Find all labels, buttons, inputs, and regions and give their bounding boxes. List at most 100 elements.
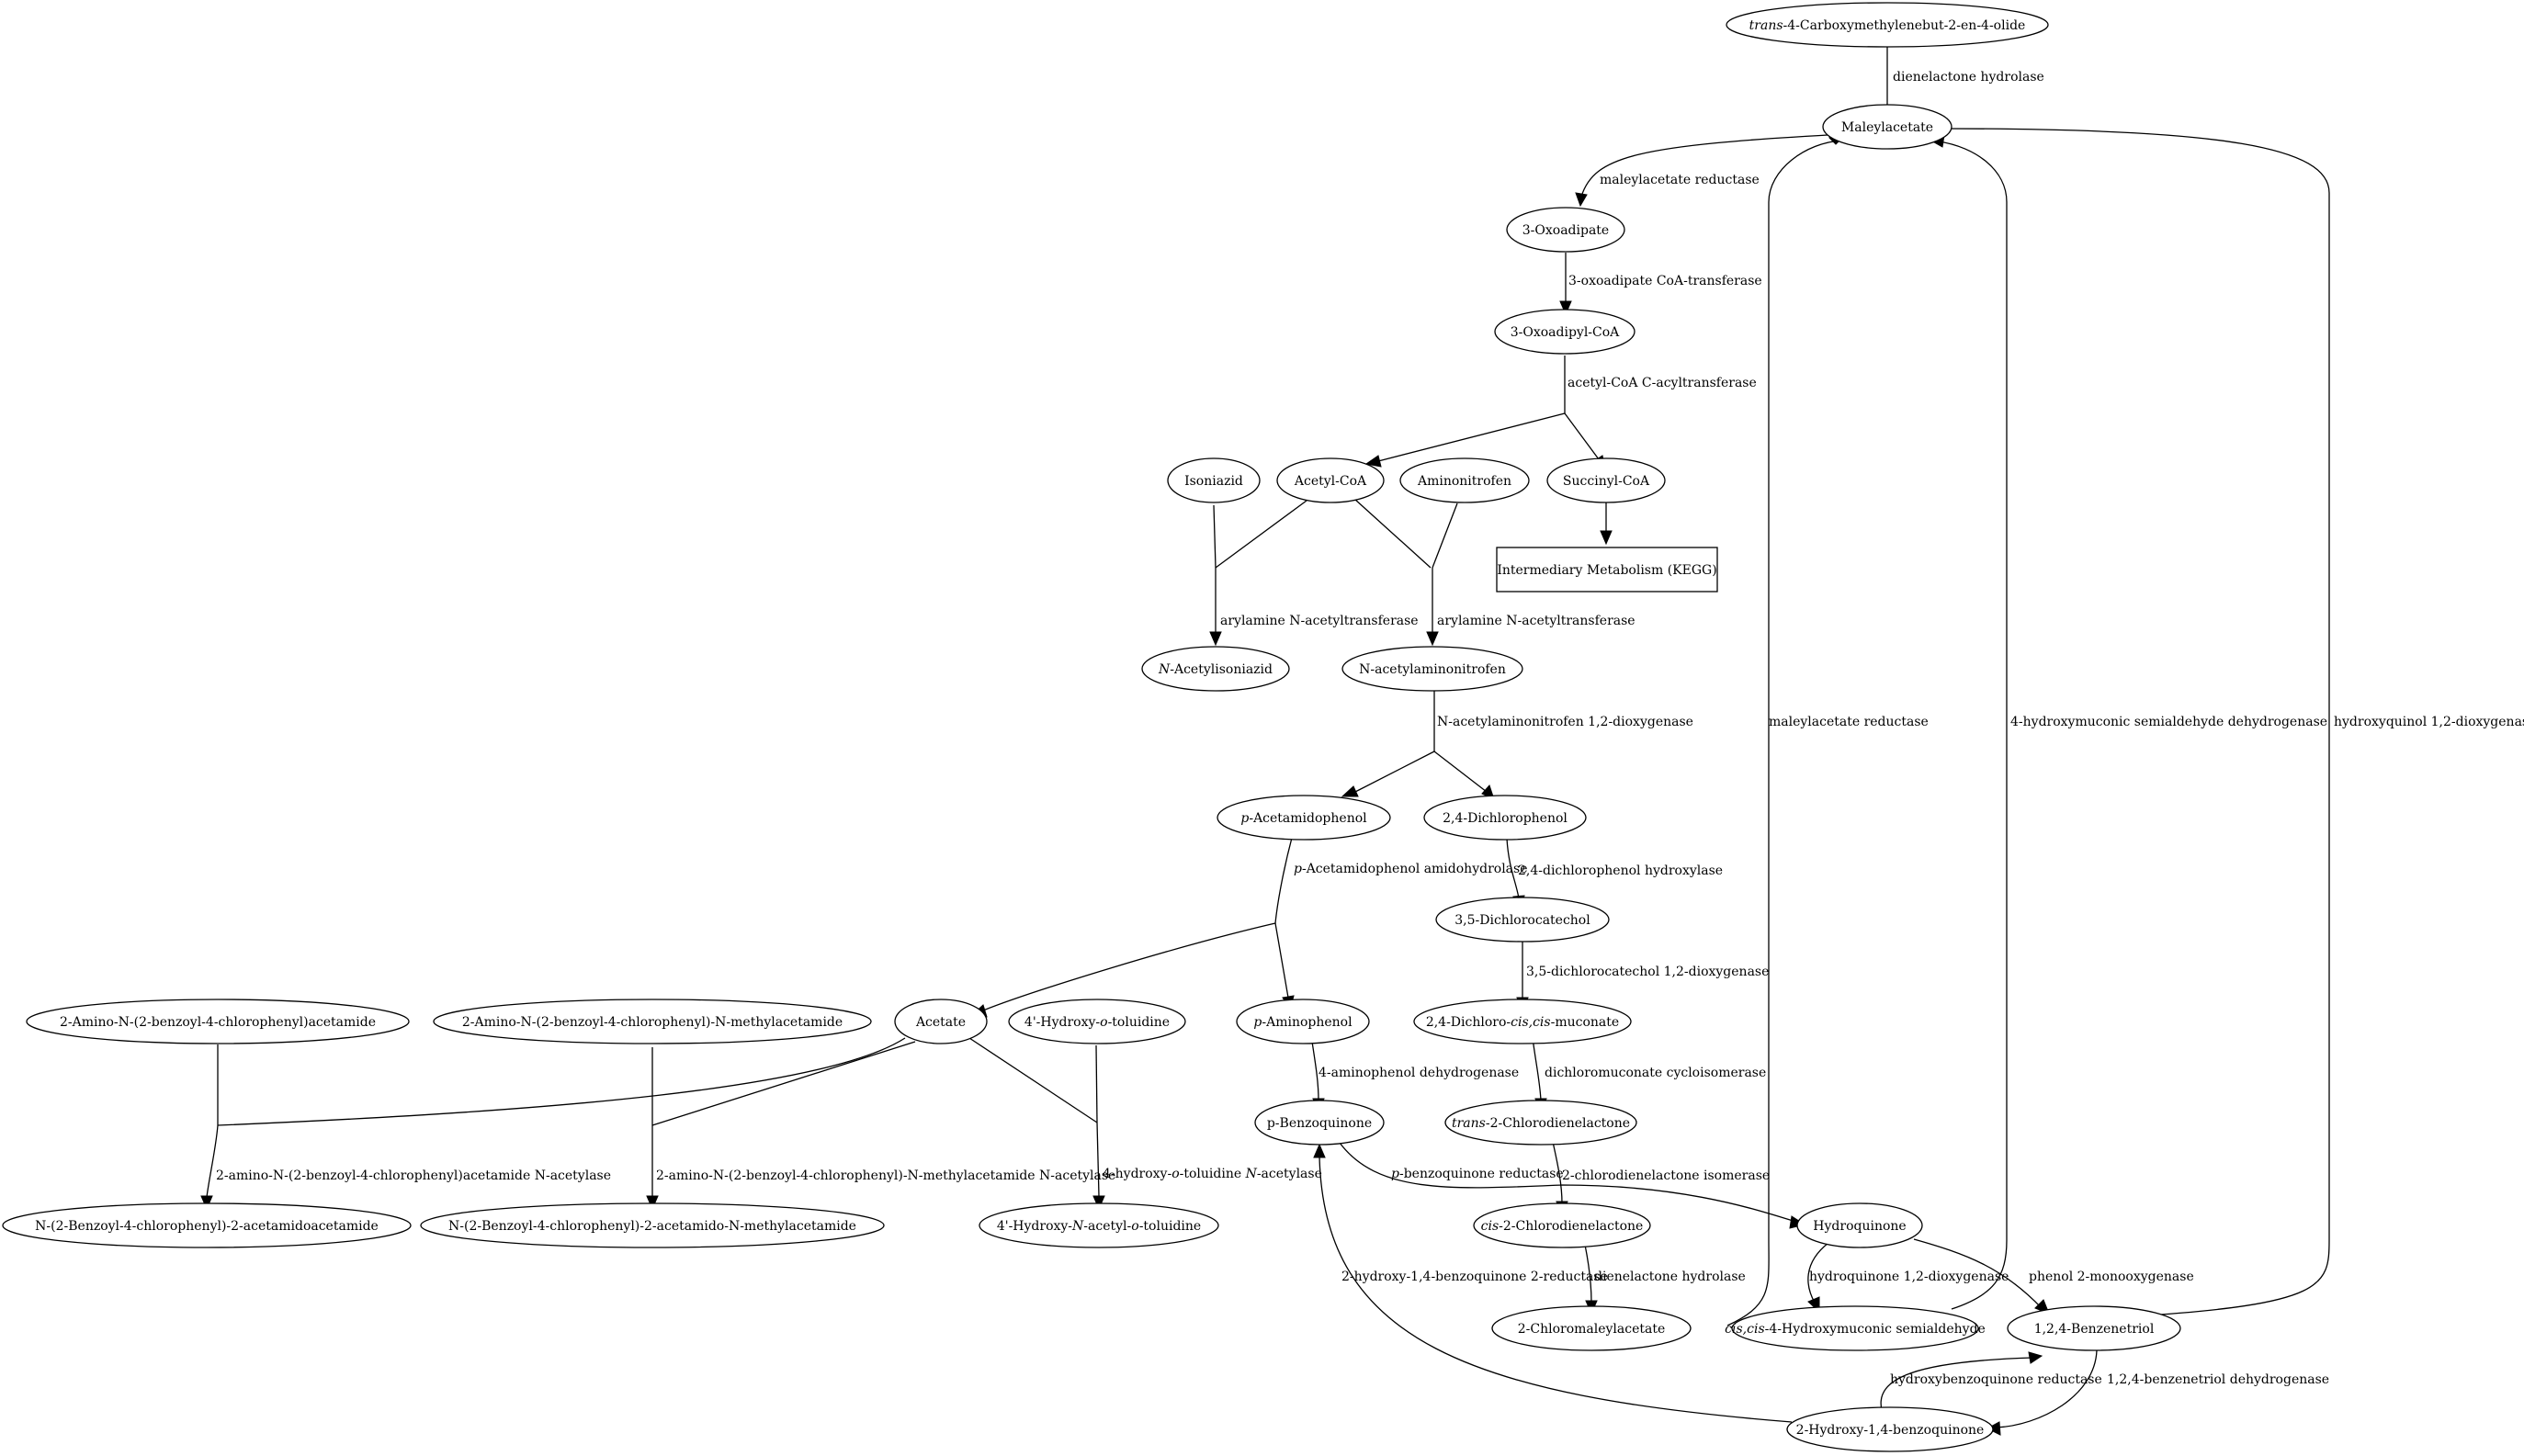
svg-text:Isoniazid: Isoniazid — [1184, 474, 1243, 489]
svg-text:N-acetylaminonitrofen: N-acetylaminonitrofen — [1359, 662, 1506, 677]
node-trans-2-chlorodienelactone[interactable]: trans-2-Chlorodienelactone — [1444, 1100, 1637, 1146]
edge-dienelactone-hydrolase-2 — [1584, 1244, 1592, 1304]
node-maleylacetate[interactable]: Maleylacetate — [1822, 104, 1952, 150]
node-hydroxymuconic-semialdehyde[interactable]: cis,cis-4-Hydroxymuconic semialdehyde — [1725, 1305, 1986, 1351]
node-hydroxy-n-acetyl-o-toluidine[interactable]: 4'-Hydroxy-N-acetyl-o-toluidine — [979, 1202, 1219, 1248]
svg-text:2-Amino-N-(2-benzoyl-4-chlorop: 2-Amino-N-(2-benzoyl-4-chlorophenyl)-N-m… — [462, 1015, 843, 1030]
node-3-5-dichlorocatechol[interactable]: 3,5-Dichlorocatechol — [1435, 897, 1610, 942]
label-hydroxy-toluidine-n-acetylase: 4-hydroxy-o-toluidine N-acetylase — [1103, 1167, 1322, 1181]
svg-text:4'-Hydroxy-N-acetyl-o-toluidin: 4'-Hydroxy-N-acetyl-o-toluidine — [997, 1219, 1201, 1234]
svg-text:Maleylacetate: Maleylacetate — [1841, 120, 1933, 135]
node-amino-benzoyl-acetamide[interactable]: 2-Amino-N-(2-benzoyl-4-chlorophenyl)acet… — [26, 999, 410, 1044]
svg-text:3,5-Dichlorocatechol: 3,5-Dichlorocatechol — [1454, 913, 1590, 928]
edge-acetyl-coa-to-nitrofen-junction — [1353, 498, 1432, 569]
label-arylamine-nat-1: arylamine N-acetyltransferase — [1220, 614, 1419, 628]
label-oxoadipate-coa-transferase: 3-oxoadipate CoA-transferase — [1568, 274, 1762, 288]
node-3-oxoadipate[interactable]: 3-Oxoadipate — [1506, 207, 1625, 253]
arrowhead — [1559, 300, 1572, 316]
node-p-acetamidophenol[interactable]: p-Acetamidophenol — [1217, 795, 1391, 841]
edge-dichlorophenol-hydroxylase — [1506, 838, 1520, 899]
node-p-benzoquinone[interactable]: p-Benzoquinone — [1254, 1100, 1385, 1146]
node-2-4-dichlorophenol[interactable]: 2,4-Dichlorophenol — [1423, 795, 1587, 841]
edge-hydroxy-toluidine-n-acetylase — [1096, 1122, 1100, 1197]
node-succinyl-coa[interactable]: Succinyl-CoA — [1546, 457, 1666, 503]
label-hydroquinone-dioxygenase: hydroquinone 1,2-dioxygenase — [1809, 1270, 2009, 1284]
arrowhead — [1600, 530, 1613, 546]
svg-text:2-Amino-N-(2-benzoyl-4-chlorop: 2-Amino-N-(2-benzoyl-4-chlorophenyl)acet… — [60, 1015, 376, 1030]
node-acetyl-coa[interactable]: Acetyl-CoA — [1276, 457, 1385, 503]
node-amino-benzoyl-methylacetamide[interactable]: 2-Amino-N-(2-benzoyl-4-chlorophenyl)-N-m… — [433, 999, 872, 1044]
svg-text:trans-4-Carboxymethylenebut-2-: trans-4-Carboxymethylenebut-2-en-4-olide — [1749, 18, 2026, 33]
node-isoniazid[interactable]: Isoniazid — [1167, 457, 1261, 503]
arrowhead — [200, 1195, 213, 1211]
svg-text:Acetate: Acetate — [915, 1015, 966, 1030]
node-benzoyl-acetamido-methylacetamide[interactable]: N-(2-Benzoyl-4-chlorophenyl)-2-acetamido… — [420, 1202, 885, 1248]
nodes: trans-4-Carboxymethylenebut-2-en-4-olide… — [2, 2, 2181, 1452]
svg-text:2,4-Dichloro-cis,cis-muconate: 2,4-Dichloro-cis,cis-muconate — [1426, 1015, 1619, 1030]
edge-hydroxy-benzoquinone-reductase — [1319, 1155, 1793, 1423]
svg-text:Succinyl-CoA: Succinyl-CoA — [1563, 474, 1650, 489]
node-2-hydroxy-1-4-benzoquinone[interactable]: 2-Hydroxy-1,4-benzoquinone — [1786, 1406, 1994, 1452]
edge-aminonitrofen-in — [1432, 502, 1458, 569]
svg-text:p-Acetamidophenol: p-Acetamidophenol — [1240, 811, 1367, 826]
label-chlorodienelactone-isomerase: 2-chlorodienelactone isomerase — [1562, 1168, 1770, 1183]
label-n-acetylaminonitrofen-dioxygenase: N-acetylaminonitrofen 1,2-dioxygenase — [1437, 715, 1693, 729]
node-hydroxy-o-toluidine[interactable]: 4'-Hydroxy-o-toluidine — [1008, 999, 1186, 1044]
edge-maleylacetate-reductase-1 — [1580, 133, 1846, 198]
node-n-acetylisoniazid[interactable]: N-Acetylisoniazid — [1141, 646, 1290, 692]
node-cis-2-chlorodienelactone[interactable]: cis-2-Chlorodienelactone — [1473, 1202, 1651, 1248]
svg-text:Aminonitrofen: Aminonitrofen — [1417, 474, 1511, 489]
edge-maleylacetate-reductase-2 — [1726, 140, 1843, 1326]
arrowhead — [646, 1195, 659, 1211]
edge-hydroxyquinol-dioxygenase — [1942, 128, 2330, 1317]
svg-text:p-Benzoquinone: p-Benzoquinone — [1267, 1116, 1372, 1131]
node-intermediary-metabolism[interactable]: Intermediary Metabolism (KEGG) — [1496, 547, 1718, 593]
svg-text:4'-Hydroxy-o-toluidine: 4'-Hydroxy-o-toluidine — [1024, 1015, 1170, 1030]
edge-acetamide-n-acetylase — [206, 1124, 219, 1198]
edge-acetate-to-methylacetamide-junction — [651, 1041, 916, 1126]
svg-text:Hydroquinone: Hydroquinone — [1813, 1219, 1906, 1234]
node-p-aminophenol[interactable]: p-Aminophenol — [1236, 999, 1370, 1044]
node-aminonitrofen[interactable]: Aminonitrofen — [1399, 457, 1530, 503]
node-trans-carboxymethylenebutenolide[interactable]: trans-4-Carboxymethylenebut-2-en-4-olide — [1726, 2, 2049, 48]
label-phenol-monooxygenase: phenol 2-monooxygenase — [2029, 1270, 2194, 1284]
node-n-acetylaminonitrofen[interactable]: N-acetylaminonitrofen — [1341, 646, 1523, 692]
arrowhead — [1341, 785, 1359, 797]
node-hydroquinone[interactable]: Hydroquinone — [1796, 1202, 1923, 1248]
edge-branch-acetyl-coa — [1377, 412, 1566, 462]
label-aminophenol-dehydrogenase: 4-aminophenol dehydrogenase — [1319, 1066, 1519, 1080]
svg-text:cis-2-Chlorodienelactone: cis-2-Chlorodienelactone — [1481, 1219, 1644, 1234]
label-arylamine-nat-2: arylamine N-acetyltransferase — [1437, 614, 1636, 628]
edge-branch-p-aminophenol — [1274, 922, 1289, 999]
svg-text:trans-2-Chlorodienelactone: trans-2-Chlorodienelactone — [1452, 1116, 1630, 1131]
edge-branch-succinyl-coa — [1564, 412, 1600, 460]
arrowhead — [1313, 1143, 1326, 1158]
node-acetate[interactable]: Acetate — [894, 999, 988, 1044]
label-dichlorophenol-hydroxylase: 2,4-dichlorophenol hydroxylase — [1518, 863, 1723, 878]
arrowhead — [2028, 1351, 2043, 1364]
label-dichloromuconate-cycloisomerase: dichloromuconate cycloisomerase — [1545, 1066, 1766, 1080]
node-1-2-4-benzenetriol[interactable]: 1,2,4-Benzenetriol — [2007, 1305, 2181, 1351]
label-hydroxymuconic-dehydrogenase: 4-hydroxymuconic semialdehyde dehydrogen… — [2010, 715, 2327, 729]
svg-text:3-Oxoadipyl-CoA: 3-Oxoadipyl-CoA — [1511, 325, 1620, 340]
node-3-oxoadipyl-coa[interactable]: 3-Oxoadipyl-CoA — [1494, 309, 1636, 355]
edge-hydroxy-toluidine-in — [1095, 1044, 1098, 1123]
node-2-chloromaleylacetate[interactable]: 2-Chloromaleylacetate — [1491, 1305, 1692, 1351]
node-dichloro-cis-cis-muconate[interactable]: 2,4-Dichloro-cis,cis-muconate — [1413, 999, 1632, 1044]
edge-hydroquinone-dioxygenase — [1807, 1242, 1829, 1304]
svg-text:2-Hydroxy-1,4-benzoquinone: 2-Hydroxy-1,4-benzoquinone — [1796, 1423, 1985, 1438]
label-acetamide-n-acetylase: 2-amino-N-(2-benzoyl-4-chlorophenyl)acet… — [216, 1168, 611, 1183]
node-benzoyl-acetamidoacetamide[interactable]: N-(2-Benzoyl-4-chlorophenyl)-2-acetamido… — [2, 1202, 412, 1248]
label-acetyl-coa-acyltransferase: acetyl-CoA C-acyltransferase — [1568, 376, 1757, 390]
label-dienelactone-hydrolase-1: dienelactone hydrolase — [1893, 70, 2044, 85]
svg-text:Intermediary Metabolism (KEGG): Intermediary Metabolism (KEGG) — [1497, 563, 1716, 578]
edge-branch-dichlorophenol — [1433, 751, 1488, 793]
edge-isoniazid-in — [1213, 504, 1217, 569]
edge-p-benzoquinone-reductase — [1339, 1142, 1797, 1223]
edge-branch-p-acetamidophenol — [1354, 751, 1435, 793]
edge-acetate-to-toluidine-junction — [968, 1037, 1098, 1123]
svg-text:2-Chloromaleylacetate: 2-Chloromaleylacetate — [1518, 1322, 1666, 1337]
arrowhead — [1209, 631, 1222, 647]
arrowhead — [1426, 631, 1439, 647]
edge-phenol-monooxygenase — [1913, 1238, 2043, 1309]
